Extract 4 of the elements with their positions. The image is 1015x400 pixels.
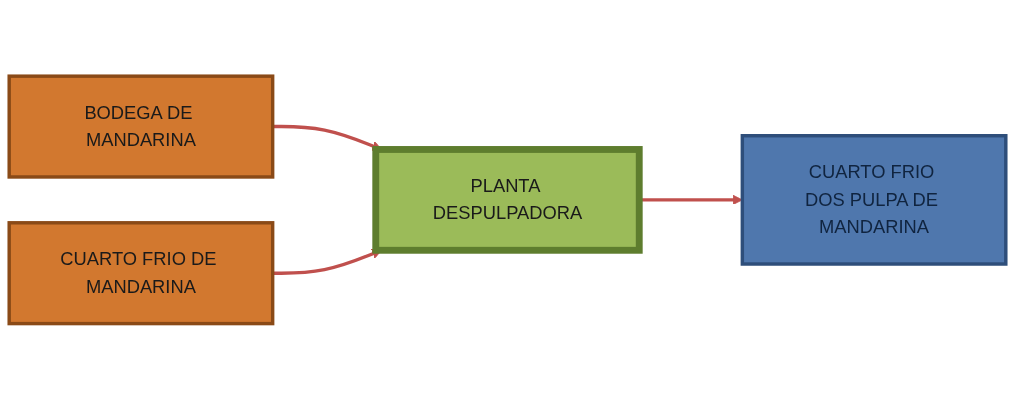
node-box: PLANTA DESPULPADORA	[372, 146, 643, 254]
node-box: CUARTO FRIO DE MANDARINA	[7, 221, 275, 326]
node-box: BODEGA DE MANDARINA	[7, 74, 275, 179]
node-box: CUARTO FRIO DOS PULPA DE MANDARINA	[740, 134, 1008, 266]
